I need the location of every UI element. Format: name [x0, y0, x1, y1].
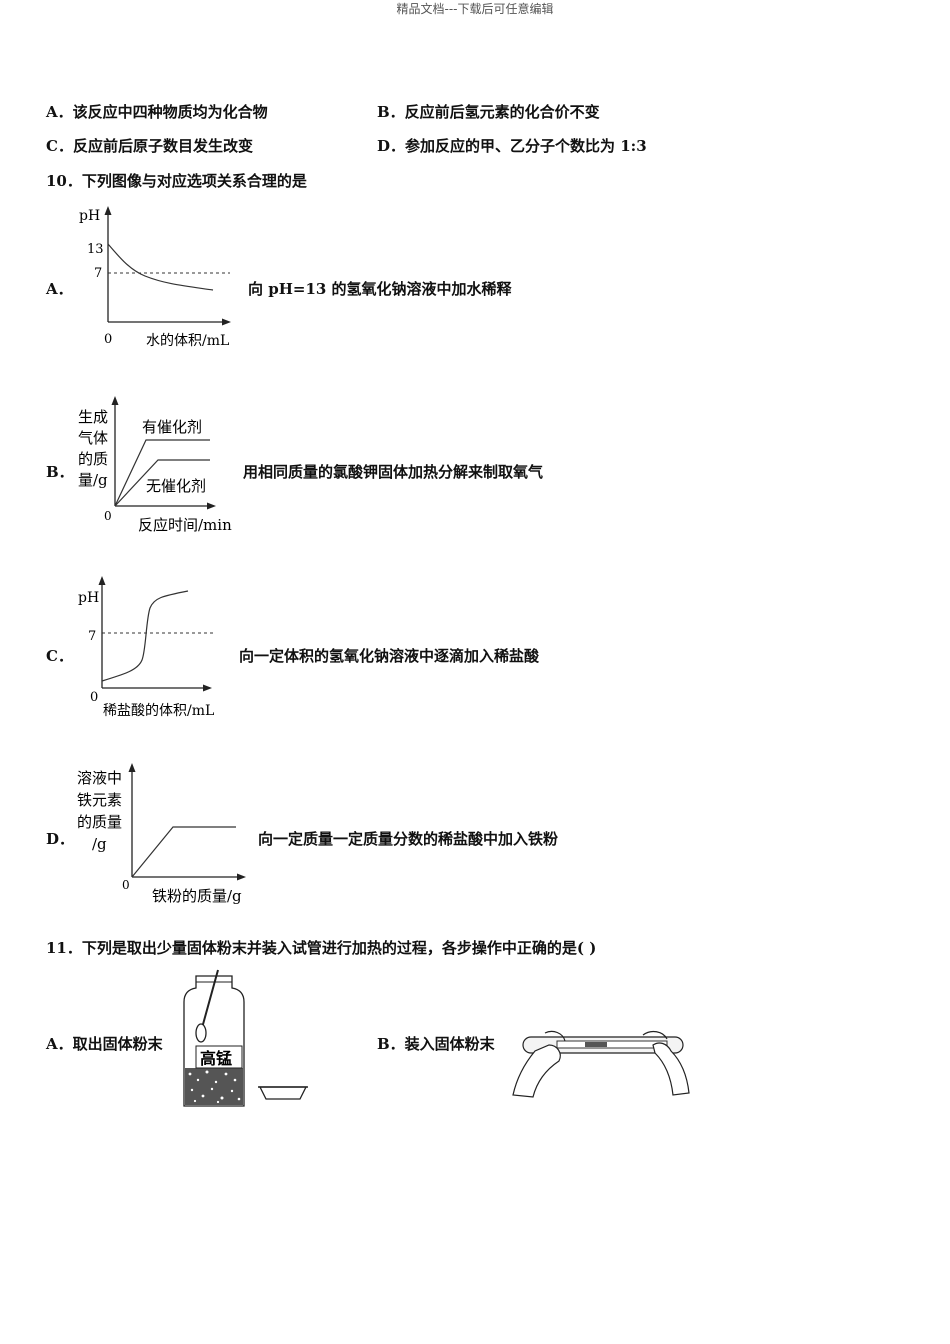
d-ylabel-4: /g — [92, 835, 107, 853]
test-tube-illustration — [512, 1030, 690, 1098]
bottle-label: 高锰 — [200, 1049, 232, 1068]
q10-d-text: 向一定质量一定质量分数的稀盐酸中加入铁粉 — [258, 830, 559, 848]
q10-d-letter: D． — [46, 830, 75, 848]
q10-c-graph: pH 7 0 稀盐酸的体积/mL — [78, 576, 215, 719]
a-tick-13: 13 — [87, 242, 104, 257]
q9-option-d: D．参加反应的甲、乙分子个数比为 1:3 — [377, 137, 647, 155]
q11-option-b: B．装入固体粉末 — [377, 1035, 495, 1053]
q10-b-graph: 生成 气体 的质 量/g 有催化剂 无催化剂 0 反应时间/min — [78, 396, 232, 534]
q9-option-c: C．反应前后原子数目发生改变 — [46, 137, 253, 155]
page-header: 精品文档---下载后可任意编辑 — [396, 2, 554, 16]
q10-b-letter: B． — [46, 463, 74, 481]
q10-c-letter: C． — [46, 647, 73, 665]
q10-a-graph: pH 13 7 0 水的体积/mL — [79, 206, 231, 349]
b-ylabel-4: 量/g — [78, 471, 108, 489]
d-ylabel-3: 的质量 — [77, 813, 122, 831]
q10-a-letter: A． — [46, 280, 73, 298]
q11-stem: 11．下列是取出少量固体粉末并装入试管进行加热的过程，各步操作中正确的是( ) — [46, 939, 597, 957]
d-xlabel: 铁粉的质量/g — [152, 887, 242, 905]
b-origin: 0 — [104, 509, 112, 523]
q10-b-text: 用相同质量的氯酸钾固体加热分解来制取氧气 — [243, 463, 544, 481]
b-ylabel-2: 气体 — [78, 429, 108, 447]
a-origin: 0 — [104, 332, 112, 347]
q9-option-b: B．反应前后氢元素的化合价不变 — [377, 103, 600, 121]
a-tick-7: 7 — [94, 266, 102, 281]
b-ylabel-1: 生成 — [78, 408, 108, 426]
reagent-bottle-illustration: 高锰 — [183, 969, 308, 1107]
q10-c-text: 向一定体积的氢氧化钠溶液中逐滴加入稀盐酸 — [239, 647, 540, 665]
q10-d-graph: 溶液中 铁元素 的质量 /g 0 铁粉的质量/g — [77, 763, 246, 905]
a-ylabel: pH — [79, 208, 100, 224]
c-xlabel: 稀盐酸的体积/mL — [103, 703, 214, 719]
a-xlabel: 水的体积/mL — [146, 333, 229, 349]
d-ylabel-2: 铁元素 — [77, 791, 122, 809]
q10-stem: 10．下列图像与对应选项关系合理的是 — [46, 172, 307, 190]
c-ylabel: pH — [78, 590, 99, 606]
c-tick-7: 7 — [88, 629, 96, 644]
q9-option-a: A．该反应中四种物质均为化合物 — [46, 103, 268, 121]
b-xlabel: 反应时间/min — [138, 516, 232, 534]
d-ylabel-1: 溶液中 — [77, 769, 122, 787]
d-origin: 0 — [122, 878, 130, 892]
q11-option-a: A．取出固体粉末 — [46, 1035, 163, 1053]
b-curve-label-2: 无催化剂 — [146, 477, 206, 495]
q10-a-text: 向 pH=13 的氢氧化钠溶液中加水稀释 — [248, 280, 512, 298]
c-origin: 0 — [90, 690, 98, 705]
b-curve-label-1: 有催化剂 — [142, 418, 202, 436]
b-ylabel-3: 的质 — [78, 450, 108, 468]
